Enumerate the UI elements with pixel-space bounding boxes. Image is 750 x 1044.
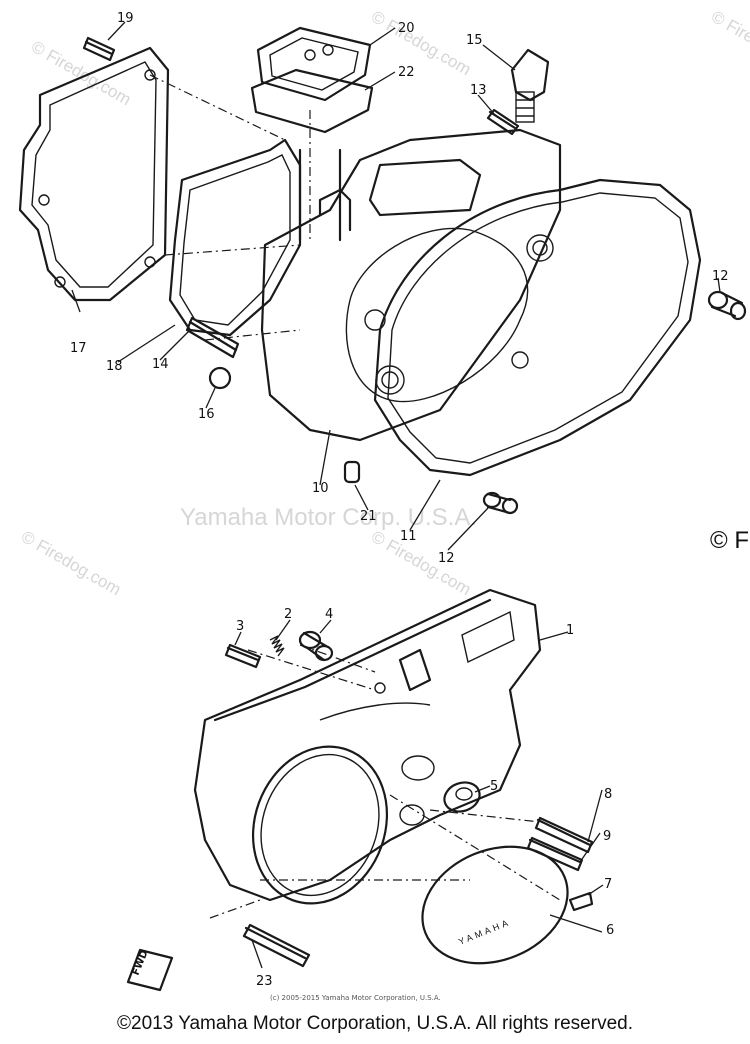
bushing-12b bbox=[482, 491, 519, 515]
dowel-21 bbox=[343, 460, 361, 484]
callout-18: 18 bbox=[106, 359, 123, 374]
callout-2: 2 bbox=[284, 607, 292, 622]
callout-12b: 12 bbox=[438, 551, 455, 566]
callout-5: 5 bbox=[490, 779, 498, 794]
callout-16: 16 bbox=[198, 407, 215, 422]
callout-19: 19 bbox=[117, 11, 134, 26]
screw-14 bbox=[185, 316, 240, 359]
callout-22: 22 bbox=[398, 65, 415, 80]
leader-lines bbox=[71, 21, 721, 969]
collar-4 bbox=[298, 630, 334, 662]
cap-16 bbox=[208, 366, 232, 390]
callout-8: 8 bbox=[604, 787, 612, 802]
screw-7 bbox=[568, 891, 594, 912]
callout-17: 17 bbox=[70, 341, 87, 356]
bolt-13 bbox=[486, 108, 520, 136]
callout-11: 11 bbox=[400, 529, 417, 544]
watermark-firedog: © Firedog.com bbox=[368, 7, 474, 79]
watermark-center: Yamaha Motor Corp. U.S.A. bbox=[180, 504, 477, 531]
callout-21: 21 bbox=[360, 509, 377, 524]
callout-7: 7 bbox=[604, 877, 612, 892]
watermark-firedog: © Firedog.com bbox=[708, 7, 750, 79]
watermark-firedog: © Firedog.com bbox=[28, 37, 134, 109]
copyright-footer: ©2013 Yamaha Motor Corporation, U.S.A. A… bbox=[117, 1013, 633, 1034]
callout-14: 14 bbox=[152, 357, 169, 372]
gasket-22 bbox=[250, 68, 374, 134]
callout-3: 3 bbox=[236, 619, 244, 634]
callout-1: 1 bbox=[566, 623, 574, 638]
cover-17 bbox=[18, 46, 170, 302]
gasket-11 bbox=[373, 178, 702, 477]
screw-3 bbox=[224, 643, 262, 669]
crankcase-cover-10 bbox=[260, 128, 562, 442]
bushing-12a bbox=[707, 290, 747, 321]
yamaha-logo: YAMAHA bbox=[457, 917, 512, 947]
callout-9: 9 bbox=[603, 829, 611, 844]
callout-10: 10 bbox=[312, 481, 329, 496]
screw-19 bbox=[82, 36, 116, 62]
callout-labels: 1 2 3 4 5 6 7 8 9 10 11 12 12 13 14 15 1… bbox=[70, 11, 729, 989]
callout-13: 13 bbox=[470, 83, 487, 98]
fwd-arrow: FWD bbox=[126, 949, 174, 992]
spring-2 bbox=[269, 635, 285, 657]
callout-20: 20 bbox=[398, 21, 415, 36]
seal-5 bbox=[443, 781, 481, 813]
callout-12a: 12 bbox=[712, 269, 729, 284]
watermark-firedog: © Firedog.com bbox=[18, 527, 124, 599]
cover-1 bbox=[193, 588, 542, 905]
small-copyright: (c) 2005-2015 Yamaha Motor Corporation, … bbox=[270, 994, 441, 1002]
callout-23: 23 bbox=[256, 974, 273, 989]
watermark-firedog: © Firedog.com bbox=[368, 527, 474, 599]
watermark-edge: © F bbox=[710, 527, 749, 554]
gasket-18 bbox=[168, 138, 302, 337]
screw-9 bbox=[526, 836, 584, 872]
bolt-23 bbox=[242, 923, 311, 968]
cap-20 bbox=[256, 26, 372, 102]
dipstick-15 bbox=[510, 48, 550, 123]
callout-15: 15 bbox=[466, 33, 483, 48]
callout-4: 4 bbox=[325, 607, 333, 622]
callout-6: 6 bbox=[606, 923, 614, 938]
watermark-layer: Yamaha Motor Corp. U.S.A. © Firedog.com … bbox=[18, 7, 750, 599]
fwd-label: FWD bbox=[131, 949, 151, 977]
